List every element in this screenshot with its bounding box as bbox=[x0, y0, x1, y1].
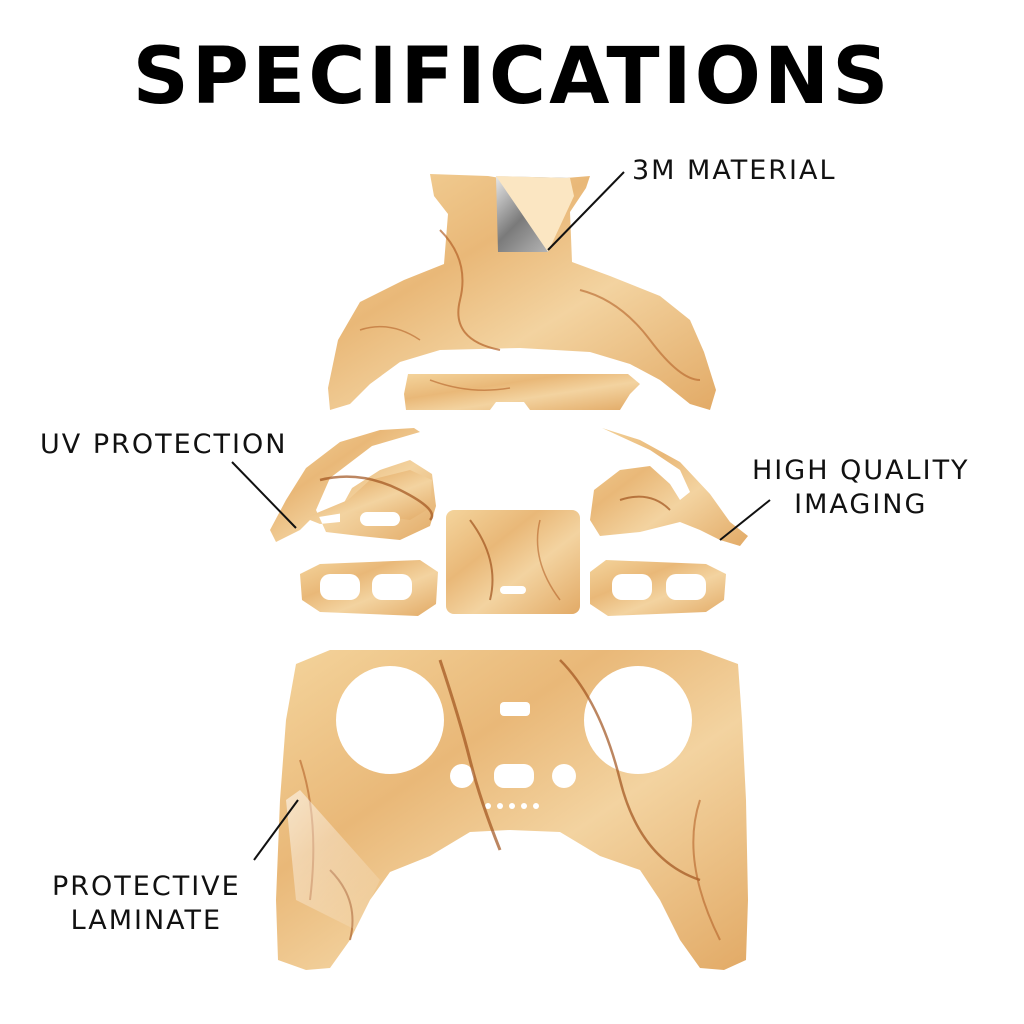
peel-back-light bbox=[496, 176, 574, 252]
vein bbox=[559, 659, 701, 882]
cutout-dot bbox=[485, 803, 491, 809]
vein bbox=[429, 379, 511, 391]
callout-line-laminate bbox=[253, 799, 299, 861]
cutout bbox=[372, 574, 412, 600]
vein bbox=[319, 475, 434, 521]
marble-piece-center bbox=[446, 510, 580, 614]
callout-line-material bbox=[547, 171, 625, 251]
skin-piece-body bbox=[276, 650, 748, 970]
skin-piece-right-shoulder bbox=[590, 428, 748, 546]
vein bbox=[469, 519, 494, 601]
skin-piece-left-trim bbox=[300, 560, 438, 616]
vein bbox=[619, 495, 671, 511]
skin-piece-right-trim bbox=[590, 560, 726, 616]
vein bbox=[692, 799, 721, 941]
vein bbox=[438, 659, 502, 851]
cutout-dot bbox=[521, 803, 527, 809]
callout-high-quality-imaging: HIGH QUALITY IMAGING bbox=[752, 454, 970, 522]
cutout bbox=[450, 764, 474, 788]
callout-laminate-line2: LAMINATE bbox=[70, 904, 223, 936]
callout-imaging-line2: IMAGING bbox=[794, 488, 928, 520]
marble-piece-left-inner bbox=[300, 470, 432, 520]
vein bbox=[579, 289, 701, 381]
cutout-dot bbox=[533, 803, 539, 809]
cutout bbox=[666, 574, 706, 600]
callout-line-imaging bbox=[719, 499, 771, 541]
vein bbox=[439, 229, 501, 351]
callout-laminate-line1: PROTECTIVE bbox=[52, 871, 241, 902]
cutout bbox=[494, 764, 534, 788]
cutout-dot bbox=[509, 803, 515, 809]
callout-protective-laminate: PROTECTIVE LAMINATE bbox=[52, 870, 241, 938]
vein bbox=[536, 519, 561, 601]
cutout bbox=[612, 574, 652, 600]
cutout bbox=[552, 764, 576, 788]
cutout bbox=[320, 574, 360, 600]
skin-piece-top bbox=[328, 174, 716, 410]
callout-line-uv bbox=[231, 461, 297, 529]
skin-piece-bar bbox=[404, 374, 640, 410]
laminate-gloss bbox=[286, 790, 380, 930]
callout-lines bbox=[231, 171, 771, 861]
skin-piece-left-shoulder bbox=[270, 428, 436, 542]
page-title: SPECIFICATIONS bbox=[132, 32, 892, 122]
skin-piece-center bbox=[446, 510, 580, 614]
marble-piece-right-shoulder bbox=[590, 428, 748, 546]
cutout bbox=[500, 702, 530, 716]
marble-piece-top bbox=[328, 174, 716, 410]
cutout bbox=[500, 586, 526, 594]
cutout-dot bbox=[497, 803, 503, 809]
vein bbox=[359, 325, 421, 341]
left-stick-cutout bbox=[336, 666, 444, 774]
cutout bbox=[360, 512, 400, 526]
callout-imaging-line1: HIGH QUALITY bbox=[752, 455, 970, 486]
callout-uv-protection: UV PROTECTION bbox=[40, 429, 288, 460]
callout-3m-material: 3M MATERIAL bbox=[632, 155, 837, 186]
marble-piece-bar bbox=[404, 374, 640, 410]
